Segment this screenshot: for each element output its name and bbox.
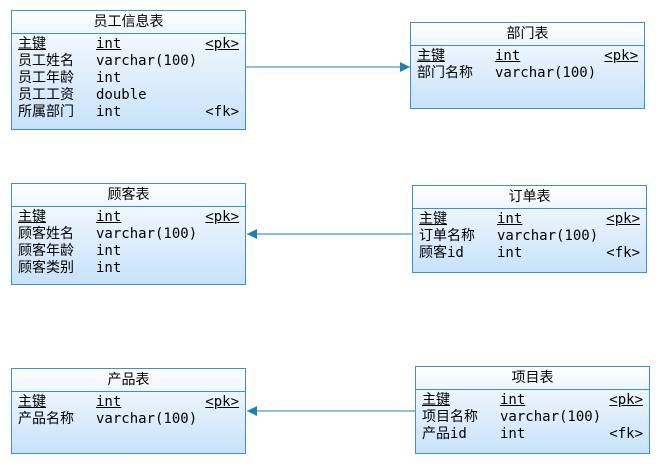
field-type: varchar(100) (96, 411, 198, 427)
field-name: 员工工资 (18, 87, 74, 103)
field-type: varchar(100) (497, 228, 599, 244)
field-row: 主键 int <pk> (18, 36, 239, 53)
field-type: int (96, 243, 122, 259)
entity-title: 订单表 (413, 186, 646, 209)
field-row: 顾客类别 int (18, 260, 239, 277)
field-name: 主键 (18, 209, 46, 225)
field-type: varchar(100) (495, 65, 597, 81)
entity-customer[interactable]: 顾客表 主键 int <pk> 顾客姓名 varchar(100) 顾客年龄 i… (11, 183, 246, 285)
entity-title: 产品表 (12, 369, 245, 392)
field-row: 员工工资 double (18, 87, 239, 104)
field-name: 顾客年龄 (18, 243, 74, 259)
field-name: 主键 (18, 394, 46, 410)
field-key: <fk> (609, 426, 643, 442)
field-type: varchar(100) (96, 226, 198, 242)
field-name: 部门名称 (417, 65, 473, 81)
field-name: 订单名称 (419, 228, 475, 244)
entity-project[interactable]: 项目表 主键 int <pk> 项目名称 varchar(100) 产品id i… (415, 366, 650, 454)
entity-product[interactable]: 产品表 主键 int <pk> 产品名称 varchar(100) (11, 368, 246, 454)
field-row: 主键 int <pk> (417, 48, 638, 65)
field-row: 员工年龄 int (18, 70, 239, 87)
field-name: 主键 (419, 211, 447, 227)
entity-department[interactable]: 部门表 主键 int <pk> 部门名称 varchar(100) (410, 22, 645, 109)
field-name: 员工姓名 (18, 53, 74, 69)
field-key: <pk> (606, 211, 640, 227)
field-row: 顾客id int <fk> (419, 245, 640, 262)
field-key: <pk> (205, 209, 239, 225)
entity-title: 员工信息表 (12, 11, 245, 34)
entity-employee[interactable]: 员工信息表 主键 int <pk> 员工姓名 varchar(100) 员工年龄… (11, 10, 246, 130)
field-name: 主键 (18, 36, 46, 52)
field-row: 主键 int <pk> (18, 209, 239, 226)
field-row: 所属部门 int <fk> (18, 104, 239, 121)
field-type: int (497, 211, 523, 227)
field-row: 产品名称 varchar(100) (18, 411, 239, 428)
field-name: 顾客姓名 (18, 226, 74, 242)
field-row: 订单名称 varchar(100) (419, 228, 640, 245)
field-name: 顾客类别 (18, 260, 74, 276)
field-type: double (96, 87, 147, 103)
field-row: 项目名称 varchar(100) (422, 409, 643, 426)
field-name: 员工年龄 (18, 70, 74, 86)
field-type: int (500, 426, 526, 442)
field-row: 主键 int <pk> (18, 394, 239, 411)
field-name: 所属部门 (18, 104, 74, 120)
field-row: 顾客姓名 varchar(100) (18, 226, 239, 243)
field-type: int (495, 48, 521, 64)
field-key: <fk> (205, 104, 239, 120)
field-name: 主键 (422, 392, 450, 408)
field-type: varchar(100) (96, 53, 198, 69)
field-key: <pk> (205, 36, 239, 52)
field-row: 主键 int <pk> (422, 392, 643, 409)
field-type: int (96, 36, 122, 52)
field-type: int (500, 392, 526, 408)
entity-title: 项目表 (416, 367, 649, 390)
field-name: 主键 (417, 48, 445, 64)
field-row: 顾客年龄 int (18, 243, 239, 260)
field-type: int (96, 260, 122, 276)
field-type: int (96, 209, 122, 225)
field-key: <fk> (606, 245, 640, 261)
entity-title: 顾客表 (12, 184, 245, 207)
field-row: 产品id int <fk> (422, 426, 643, 443)
field-name: 项目名称 (422, 409, 478, 425)
field-type: int (96, 104, 122, 120)
field-type: int (497, 245, 523, 261)
field-key: <pk> (609, 392, 643, 408)
field-name: 顾客id (419, 245, 464, 261)
field-row: 部门名称 varchar(100) (417, 65, 638, 82)
field-name: 产品id (422, 426, 467, 442)
field-name: 产品名称 (18, 411, 74, 427)
field-type: varchar(100) (500, 409, 602, 425)
field-key: <pk> (604, 48, 638, 64)
field-row: 主键 int <pk> (419, 211, 640, 228)
field-row: 员工姓名 varchar(100) (18, 53, 239, 70)
field-type: int (96, 70, 122, 86)
entity-order[interactable]: 订单表 主键 int <pk> 订单名称 varchar(100) 顾客id i… (412, 185, 647, 273)
entity-title: 部门表 (411, 23, 644, 46)
field-type: int (96, 394, 122, 410)
field-key: <pk> (205, 394, 239, 410)
